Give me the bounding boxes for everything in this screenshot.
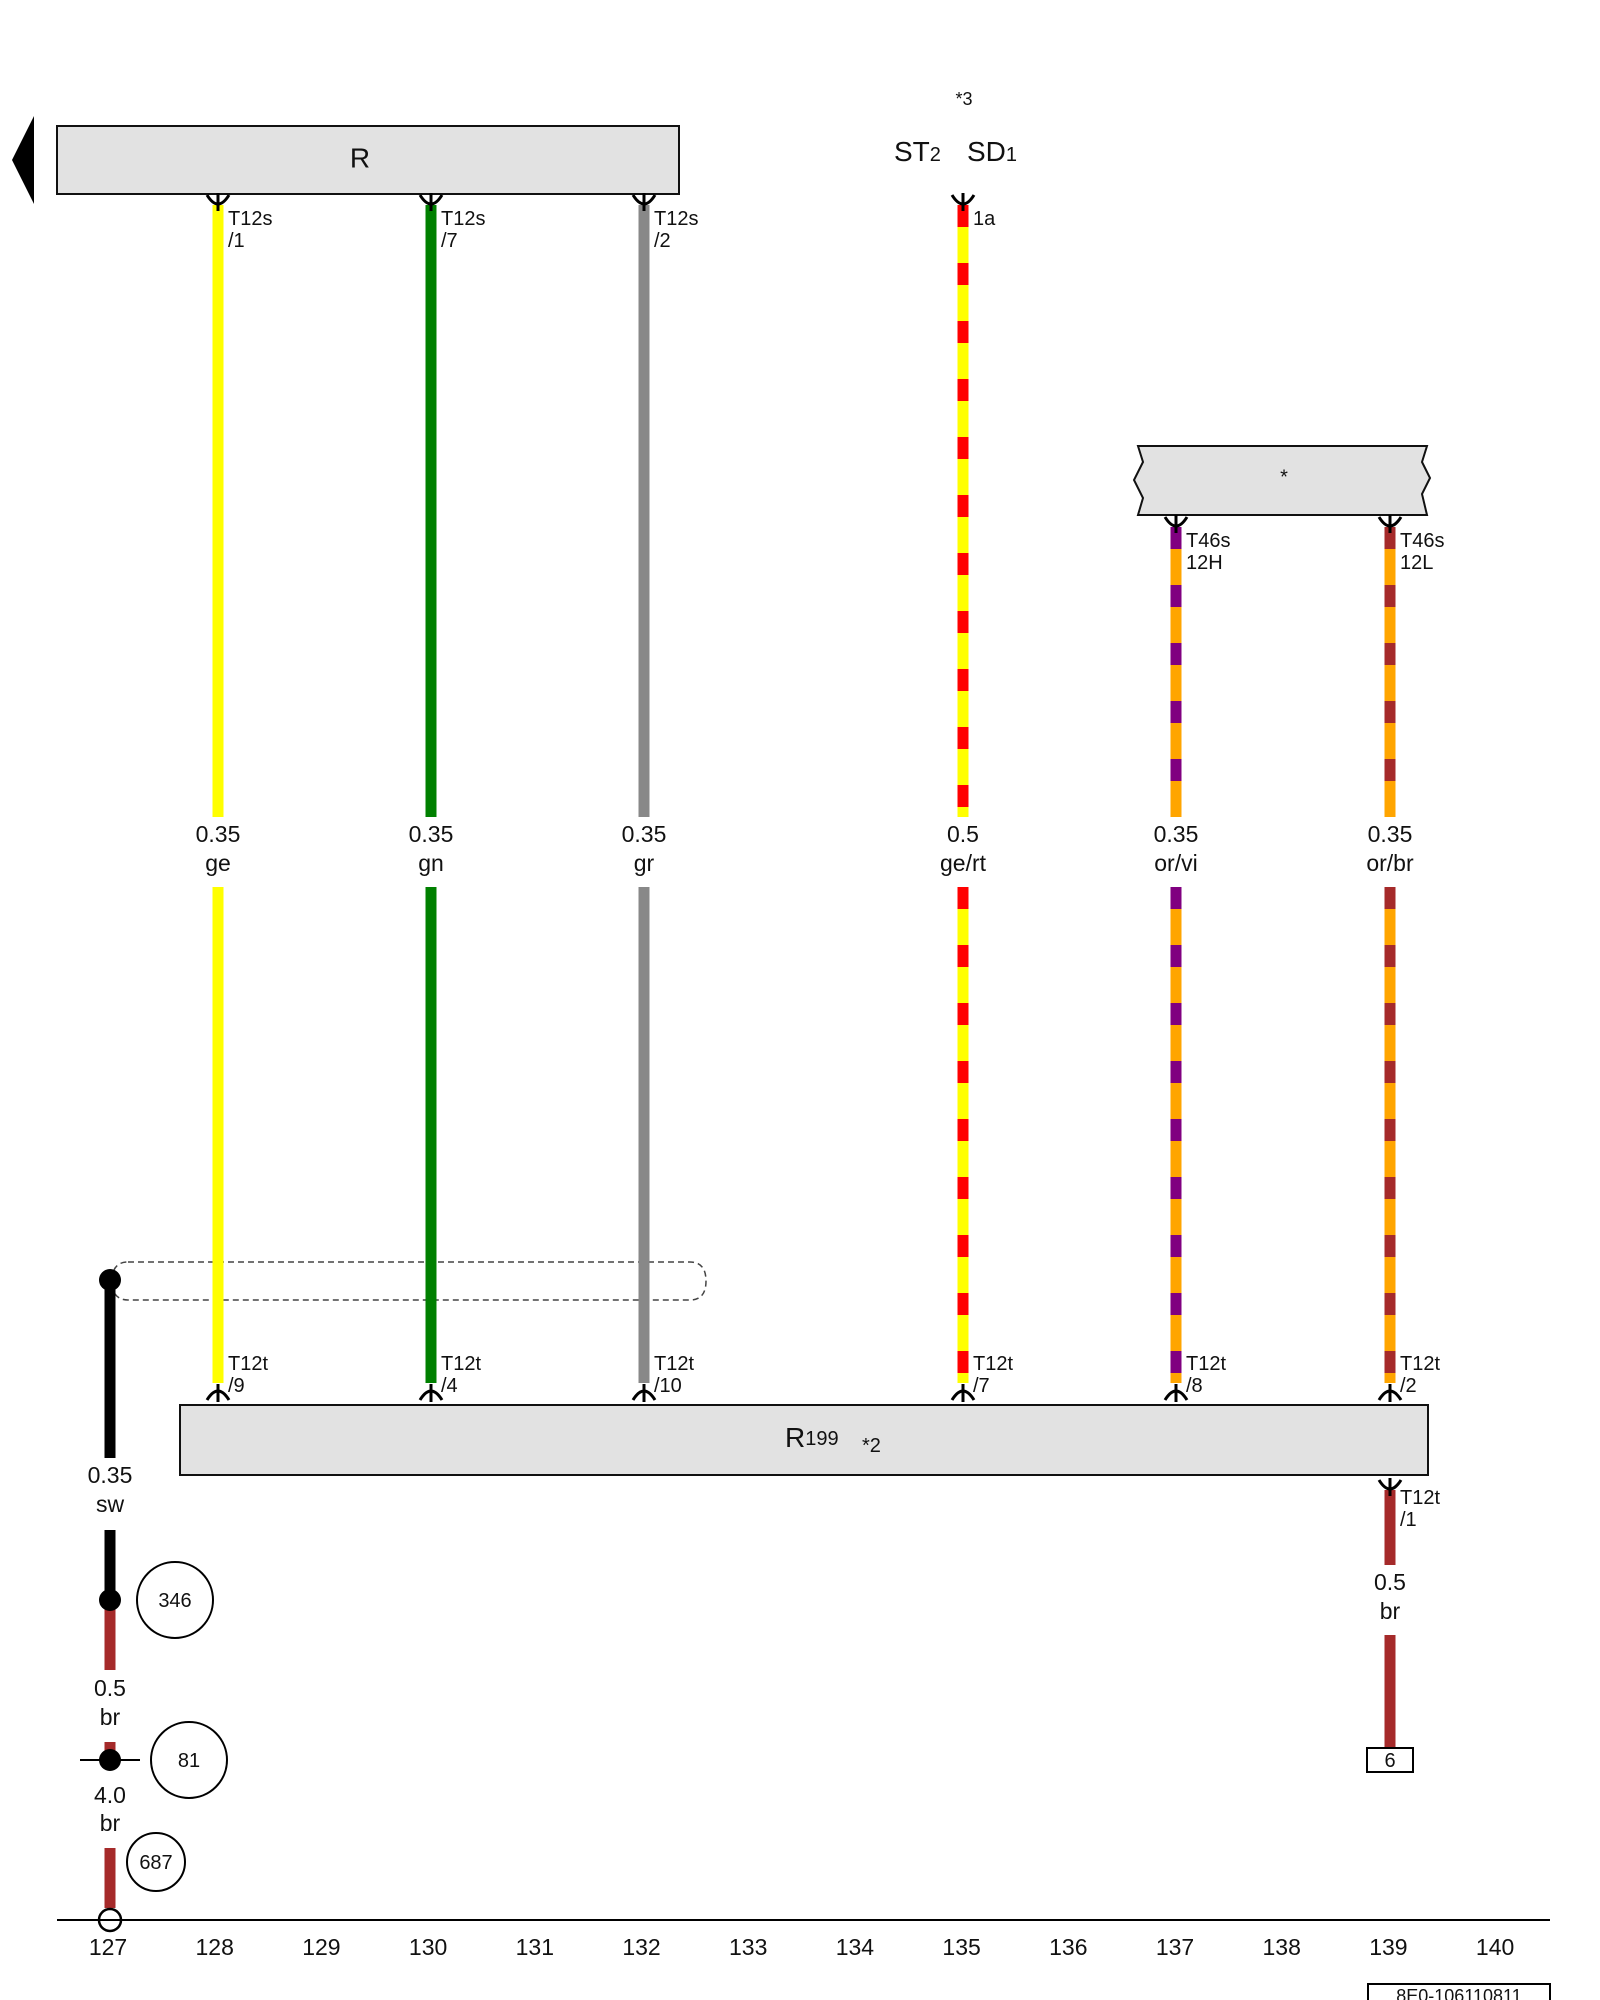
wire-gr-color: gr [634, 850, 655, 876]
wire-orvi-size: 0.35 [1154, 821, 1199, 847]
pin-bottom-orbr: T12t/2 [1400, 1353, 1440, 1397]
wire-orbr-size: 0.35 [1368, 821, 1413, 847]
reference-label-346: 346 [158, 1590, 191, 1612]
left-wire-br-large-color: br [100, 1810, 121, 1836]
shield-junction-dot [99, 1269, 121, 1291]
axis-label-128: 128 [196, 1934, 234, 1960]
axis-label-136: 136 [1049, 1934, 1087, 1960]
component-partial-label: * [1280, 466, 1288, 488]
axis-label-139: 139 [1369, 1934, 1407, 1960]
pin-bottom-gert: T12t/7 [973, 1353, 1013, 1397]
reference-circle-346[interactable] [136, 1561, 214, 1639]
reference-circle-81[interactable] [150, 1721, 228, 1799]
terminal-note: *3 [955, 89, 972, 109]
pin-bottom-gr: T12t/10 [654, 1353, 694, 1397]
ground-wire: T12t/1 0.5 br 6 [1366, 1478, 1440, 1773]
axis-label-131: 131 [516, 1934, 554, 1960]
footer-code: 8E0-106110811 [1367, 1983, 1551, 2000]
left-wire-br-small-color: br [100, 1704, 121, 1730]
wire-ge-size: 0.35 [196, 821, 241, 847]
reference-label-687: 687 [139, 1852, 172, 1874]
wires: T12s/1T12t/90.35geT12s/7T12t/40.35gnT12s… [196, 193, 1444, 1402]
cable-shield [111, 1261, 707, 1301]
component-r-label: R [350, 142, 370, 173]
wire-gert-size: 0.5 [947, 821, 979, 847]
pin-bottom-orvi: T12t/8 [1186, 1353, 1226, 1397]
pin-top-gr: T12s/2 [654, 208, 698, 252]
ground-pin-label: T12t/1 [1400, 1487, 1440, 1531]
pin-bottom-gn: T12t/4 [441, 1353, 481, 1397]
axis-label-132: 132 [622, 1934, 660, 1960]
ground-wire-color: br [1380, 1598, 1401, 1624]
axis-label-140: 140 [1476, 1934, 1514, 1960]
wire-gert-color: ge/rt [940, 850, 987, 876]
component-r199-note: *2 [862, 1435, 881, 1457]
wire-gn-size: 0.35 [409, 821, 454, 847]
component-partial[interactable]: * [1132, 445, 1432, 516]
axis-label-127: 127 [89, 1934, 127, 1960]
component-r199-label: R199 [785, 1422, 839, 1453]
axis-label-138: 138 [1263, 1934, 1301, 1960]
left-wire-br-large-size: 4.0 [94, 1782, 126, 1808]
axis-labels: 127 128 129 130 131 132 133 134 135 136 137 138 139 1… [89, 1934, 1514, 1960]
pin-top-ge: T12s/1 [228, 208, 272, 252]
terminal-sd: SD1 [967, 136, 1017, 167]
left-wire-sw-size: 0.35 [88, 1462, 133, 1488]
axis-label-137: 137 [1156, 1934, 1194, 1960]
wire-ge-color: ge [205, 850, 231, 876]
previous-page-arrow-icon[interactable] [12, 116, 34, 204]
ground-terminal-box[interactable] [1366, 1747, 1414, 1773]
junction-dot-81 [99, 1749, 121, 1771]
axis-label-133: 133 [729, 1934, 767, 1960]
axis-label-130: 130 [409, 1934, 447, 1960]
component-r199[interactable]: R199 *2 [179, 1404, 1429, 1476]
footer-code-text: 8E0-106110811 [1396, 1986, 1521, 2000]
wire-gn-color: gn [418, 850, 444, 876]
axis-label-134: 134 [836, 1934, 875, 1960]
left-wire-sw-color: sw [96, 1491, 125, 1517]
wire-gr-size: 0.35 [622, 821, 667, 847]
pin-top-gert: 1a [973, 208, 996, 230]
axis-label-135: 135 [942, 1934, 980, 1960]
reference-circle-687[interactable] [126, 1832, 186, 1892]
ground-wire-size: 0.5 [1374, 1569, 1406, 1595]
wire-orbr-color: or/br [1366, 850, 1414, 876]
axis-label-129: 129 [302, 1934, 340, 1960]
left-wire-br-small-size: 0.5 [94, 1675, 126, 1701]
terminal-labels: *3 ST2 SD1 [894, 89, 1017, 167]
wire-orvi-color: or/vi [1154, 850, 1197, 876]
ground-terminal-label: 6 [1384, 1750, 1395, 1772]
component-r[interactable]: R [56, 125, 680, 195]
pin-top-gn: T12s/7 [441, 208, 485, 252]
reference-label-81: 81 [178, 1750, 200, 1772]
junction-dot-346 [99, 1589, 121, 1611]
terminal-st: ST2 [894, 136, 941, 167]
pin-bottom-ge: T12t/9 [228, 1353, 268, 1397]
